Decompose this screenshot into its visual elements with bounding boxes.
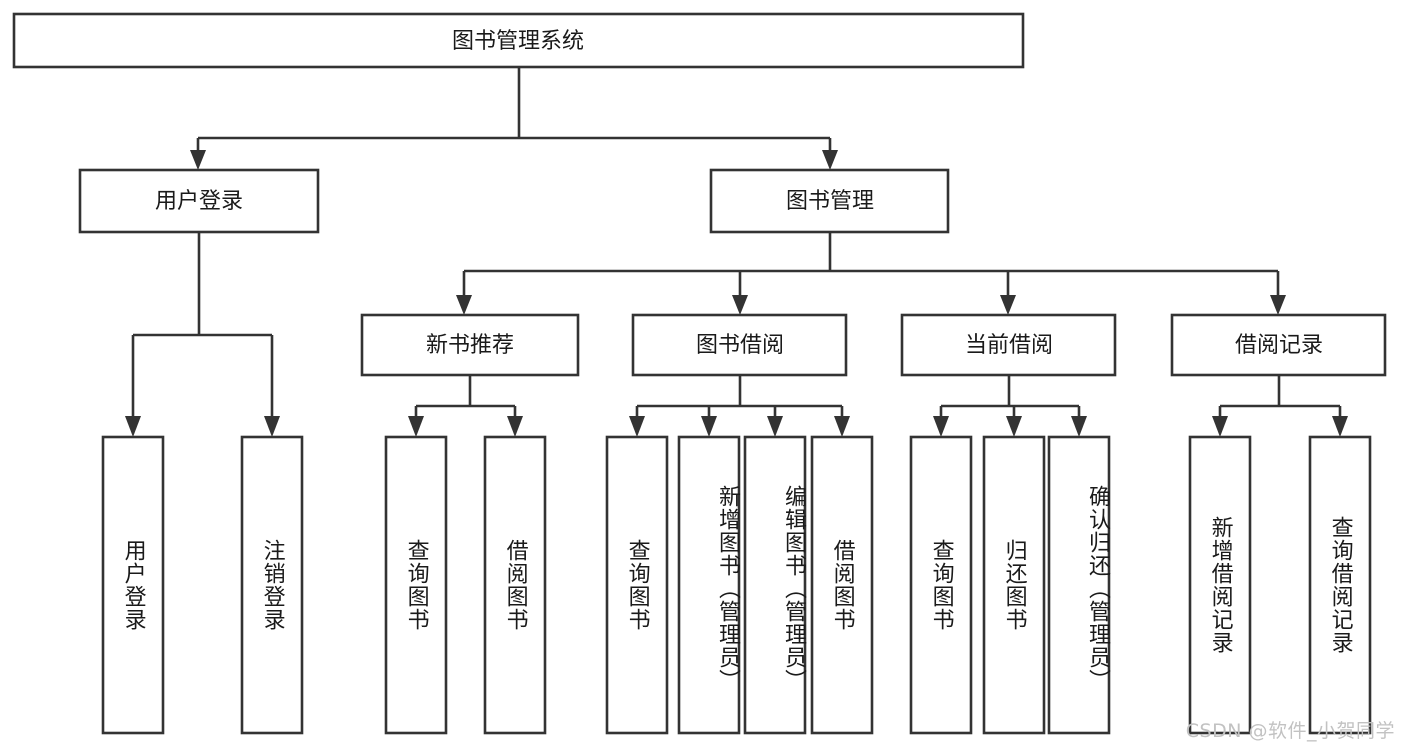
node-new-book-recommend-label: 新书推荐 [426, 333, 514, 358]
arrow-head-nb-2 [507, 416, 523, 437]
leaf-box-add-borrow-record[interactable] [1188, 435, 1252, 735]
node-current-borrow-label: 当前借阅 [965, 333, 1053, 358]
leaf-box-add-book-admin[interactable] [677, 435, 741, 735]
arrow-head-bm-4 [1270, 295, 1286, 315]
node-root[interactable]: 图书管理系统 [12, 12, 1025, 69]
node-book-management-label: 图书管理 [786, 189, 874, 214]
node-borrow-record-label: 借阅记录 [1235, 333, 1323, 358]
arrow-head-user-2 [264, 416, 280, 437]
connector-group-user-login [125, 232, 280, 437]
arrow-head-bm-3 [1000, 295, 1016, 315]
node-user-login-label: 用户登录 [155, 189, 243, 214]
node-current-borrow[interactable]: 当前借阅 [900, 313, 1117, 377]
node-book-management[interactable]: 图书管理 [709, 168, 950, 234]
arrow-head-bm-1 [456, 295, 472, 315]
node-new-book-recommend-box[interactable] [360, 313, 580, 377]
arrow-head-br-3 [767, 416, 783, 437]
node-user-login-box[interactable] [78, 168, 320, 234]
arrow-head-br-1 [629, 416, 645, 437]
node-book-borrow-box[interactable] [631, 313, 848, 377]
arrow-head-rec-1 [1212, 416, 1228, 437]
node-user-login[interactable]: 用户登录 [78, 168, 320, 234]
node-book-borrow[interactable]: 图书借阅 [631, 313, 848, 377]
leaf-box-confirm-return-admin[interactable] [1047, 435, 1111, 735]
arrow-head-cb-1 [933, 416, 949, 437]
node-borrow-record[interactable]: 借阅记录 [1170, 313, 1387, 377]
leaf-box-user-login[interactable] [101, 435, 165, 735]
node-borrow-record-box[interactable] [1170, 313, 1387, 377]
connector-group-root [190, 67, 838, 170]
arrow-head-br-2 [701, 416, 717, 437]
arrow-head-br-4 [834, 416, 850, 437]
node-book-management-box[interactable] [709, 168, 950, 234]
leaf-box-query-book-2[interactable] [605, 435, 669, 735]
leaf-box-query-borrow-record[interactable] [1308, 435, 1372, 735]
leaf-box-query-book-3[interactable] [909, 435, 973, 735]
arrow-head-root-2 [822, 150, 838, 170]
arrow-head-cb-3 [1071, 416, 1087, 437]
leaf-box-query-book-1[interactable] [384, 435, 448, 735]
arrow-head-bm-2 [732, 295, 748, 315]
arrow-head-root-1 [190, 150, 206, 170]
leaf-box-borrow-book-2[interactable] [810, 435, 874, 735]
watermark: CSDN @软件_小贺同学 [1185, 720, 1395, 742]
leaf-box-logout[interactable] [240, 435, 304, 735]
arrow-head-user-1 [125, 416, 141, 437]
leaf-box-borrow-book-1[interactable] [483, 435, 547, 735]
arrow-head-nb-1 [408, 416, 424, 437]
node-root-label: 图书管理系统 [452, 29, 584, 54]
node-new-book-recommend[interactable]: 新书推荐 [360, 313, 580, 377]
arrow-head-rec-2 [1332, 416, 1348, 437]
connector-group-new-book [408, 375, 523, 437]
node-book-borrow-label: 图书借阅 [696, 333, 784, 358]
connector-group-current-borrow [933, 375, 1087, 437]
node-root-box[interactable] [12, 12, 1025, 69]
arrow-head-cb-2 [1006, 416, 1022, 437]
node-current-borrow-box[interactable] [900, 313, 1117, 377]
leaf-box-edit-book-admin[interactable] [743, 435, 807, 735]
connector-group-borrow [629, 375, 850, 437]
leaf-boxes [101, 435, 1372, 735]
connector-group-borrow-record [1212, 375, 1348, 437]
connector-group-book-manage [456, 232, 1286, 315]
leaf-box-return-book[interactable] [982, 435, 1046, 735]
